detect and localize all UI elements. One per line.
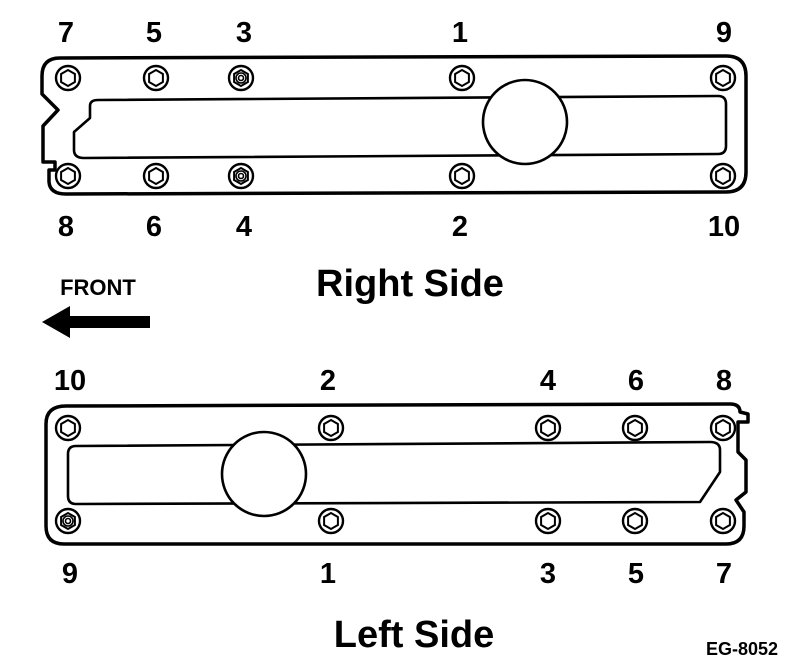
bolt-sequence-number: 1 bbox=[452, 17, 468, 49]
bolt-sequence-number: 5 bbox=[628, 558, 644, 590]
left-side-sequence-labels: 10 2 4 6 8 9 1 3 5 7 bbox=[54, 365, 732, 590]
hex-bolt-icon bbox=[534, 414, 562, 442]
right-side-bolts bbox=[54, 64, 737, 190]
hex-bolt-icon bbox=[534, 507, 562, 535]
bolt-sequence-number: 9 bbox=[62, 558, 78, 590]
bolt-sequence-number: 4 bbox=[540, 365, 556, 397]
bolt-sequence-number: 6 bbox=[146, 211, 162, 243]
hex-bolt-icon bbox=[709, 507, 737, 535]
left-side-port-opening bbox=[220, 430, 308, 518]
bolt-sequence-number: 3 bbox=[540, 558, 556, 590]
hex-bolt-icon bbox=[54, 162, 82, 190]
left-gasket-inner-outline bbox=[66, 440, 722, 506]
bolt-sequence-number: 2 bbox=[452, 211, 468, 243]
left-side-title: Left Side bbox=[334, 614, 494, 656]
right-side-sequence-labels: 7 5 3 1 9 8 6 4 2 10 bbox=[58, 17, 740, 243]
stud-bolt-icon bbox=[54, 507, 82, 535]
hex-bolt-icon bbox=[709, 414, 737, 442]
hex-bolt-icon bbox=[448, 64, 476, 92]
hex-bolt-icon bbox=[709, 64, 737, 92]
hex-bolt-icon bbox=[317, 507, 345, 535]
hex-bolt-icon bbox=[621, 414, 649, 442]
bolt-sequence-number: 3 bbox=[236, 17, 252, 49]
bolt-sequence-number: 9 bbox=[716, 17, 732, 49]
bolt-sequence-number: 6 bbox=[628, 365, 644, 397]
hex-bolt-icon bbox=[317, 414, 345, 442]
hex-bolt-icon bbox=[448, 162, 476, 190]
right-side-port-opening bbox=[481, 78, 569, 166]
hex-bolt-icon bbox=[142, 64, 170, 92]
bolt-sequence-number: 5 bbox=[146, 17, 162, 49]
bolt-sequence-number: 1 bbox=[320, 558, 336, 590]
right-side-title: Right Side bbox=[316, 263, 504, 305]
right-side-gasket: 7 5 3 1 9 8 6 4 2 10 bbox=[40, 17, 748, 243]
front-arrow-icon bbox=[42, 306, 150, 338]
hex-bolt-icon bbox=[621, 507, 649, 535]
bolt-sequence-number: 10 bbox=[54, 365, 86, 397]
bolt-sequence-number: 10 bbox=[708, 211, 740, 243]
hex-bolt-icon bbox=[142, 162, 170, 190]
right-gasket-inner-outline bbox=[72, 94, 728, 160]
left-side-gasket: 10 2 4 6 8 9 1 3 5 7 bbox=[44, 365, 750, 590]
hex-bolt-icon bbox=[709, 162, 737, 190]
hex-bolt-icon bbox=[54, 414, 82, 442]
left-gasket-outline bbox=[44, 402, 750, 546]
figure-code: EG-8052 bbox=[706, 639, 778, 659]
bolt-sequence-number: 8 bbox=[716, 365, 732, 397]
bolt-sequence-number: 7 bbox=[58, 17, 74, 49]
bolt-sequence-number: 4 bbox=[236, 211, 252, 243]
front-label: FRONT bbox=[60, 275, 136, 300]
right-gasket-outline bbox=[40, 54, 748, 196]
bolt-sequence-number: 8 bbox=[58, 211, 74, 243]
bolt-sequence-number: 7 bbox=[716, 558, 732, 590]
stud-bolt-icon bbox=[227, 162, 255, 190]
bolt-sequence-number: 2 bbox=[320, 365, 336, 397]
hex-bolt-icon bbox=[54, 64, 82, 92]
left-side-bolts bbox=[54, 414, 737, 535]
stud-bolt-icon bbox=[227, 64, 255, 92]
